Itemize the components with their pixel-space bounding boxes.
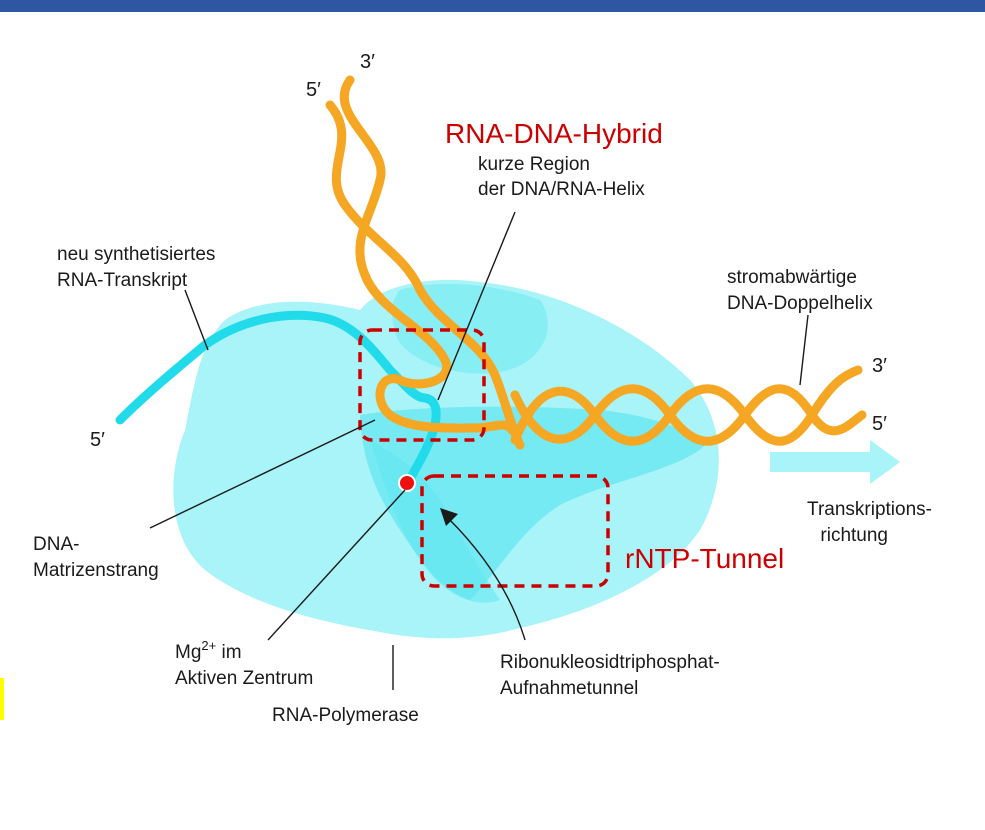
direction-label-2: richtung [820, 525, 888, 546]
template-strand-label-1: DNA- [33, 534, 79, 555]
right-3-prime-label: 3′ [872, 355, 887, 377]
dna-template-strand [339, 75, 517, 435]
rna-5-prime-label: 5′ [90, 429, 105, 451]
rna-polymerase-label: RNA-Polymerase [272, 705, 419, 726]
top-5-prime-label: 5′ [306, 79, 321, 101]
rna-transcript-strand [115, 310, 441, 485]
transcription-direction-arrow [770, 440, 900, 484]
rna-transcript-label-1: neu synthetisiertes [57, 244, 215, 265]
active-center-label: Aktiven Zentrum [175, 668, 313, 689]
hybrid-highlight-box [358, 328, 486, 442]
ntp-tunnel-arrow [447, 517, 526, 641]
downstream-label-2: DNA-Doppelhelix [727, 293, 873, 314]
right-5-prime-label: 5′ [872, 413, 887, 435]
hybrid-subtitle-line-1: kurze Region [478, 154, 590, 175]
yellow-edge-marker [0, 678, 4, 720]
leader-hybrid [437, 211, 516, 401]
rna-transcript-label-2: RNA-Transkript [57, 270, 188, 291]
template-strand-label-2: Matrizenstrang [33, 560, 159, 581]
leader-template-strand [149, 419, 376, 529]
rntp-tunnel-highlight-box [420, 474, 610, 588]
dna-coding-strand [325, 100, 525, 450]
rntp-tunnel-title: rNTP-Tunnel [625, 543, 784, 574]
ntp-tunnel-arrowhead [440, 508, 458, 526]
leader-rna-transcript [184, 289, 209, 351]
ntp-tunnel-label-2: Aufnahmetunnel [500, 678, 638, 699]
hybrid-title: RNA-DNA-Hybrid [445, 118, 663, 149]
mg-ion-label: Mg2+ im [175, 638, 242, 663]
leader-mg-ion [267, 489, 406, 641]
hybrid-subtitle-line-2: der DNA/RNA-Helix [478, 179, 645, 200]
downstream-dna-helix [510, 365, 867, 446]
leader-downstream [799, 314, 809, 386]
rna-polymerase-body [173, 279, 719, 639]
mg-ion-dot [398, 474, 416, 492]
ntp-tunnel-label-1: Ribonukleosidtriphosphat- [500, 652, 720, 673]
downstream-label-1: stromabwärtige [727, 267, 857, 288]
top-color-bar [0, 0, 985, 12]
upstream-dna-helix [325, 75, 525, 450]
top-3-prime-label: 3′ [360, 51, 375, 73]
downstream-strand-b [510, 384, 867, 446]
direction-label-1: Transkriptions- [807, 499, 932, 520]
